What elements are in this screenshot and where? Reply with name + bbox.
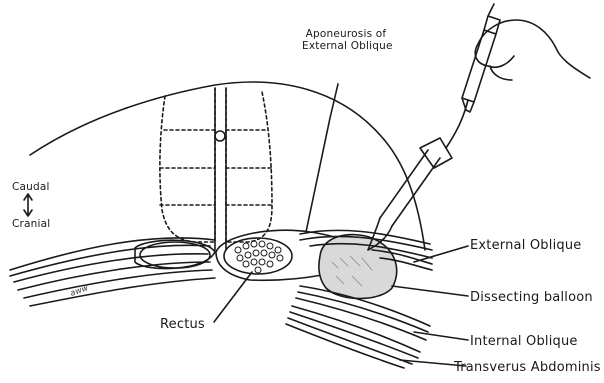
label-external-oblique: External Oblique xyxy=(470,238,581,253)
rectus-sheath-right xyxy=(226,88,272,242)
label-aponeurosis-line2: External Oblique xyxy=(302,40,390,52)
label-aponeurosis-line1: Aponeurosis of xyxy=(302,28,390,40)
label-internal-oblique: Internal Oblique xyxy=(470,334,578,349)
syringe-plunger xyxy=(484,4,500,34)
direction-arrow xyxy=(24,194,32,216)
rectus-fibre-texture xyxy=(235,241,283,273)
label-cranial: Cranial xyxy=(12,218,50,230)
callout-balloon xyxy=(392,286,468,296)
label-rectus: Rectus xyxy=(160,317,205,332)
label-caudal: Caudal xyxy=(12,181,50,193)
rectus-sheath-left xyxy=(160,88,215,242)
callout-aponeurosis xyxy=(306,84,338,232)
label-transversus-abdominis: Transverus Abdominis xyxy=(454,360,601,375)
syringe-nozzle xyxy=(462,98,474,112)
hand xyxy=(475,20,590,80)
left-wall-inner xyxy=(30,278,215,306)
umbilicus xyxy=(215,131,225,141)
label-aponeurosis: Aponeurosis of External Oblique xyxy=(302,28,390,52)
linea-alba xyxy=(215,88,226,250)
left-wall-stripe-4 xyxy=(24,270,212,298)
callout-rectus xyxy=(214,272,252,322)
body-contour xyxy=(30,82,425,250)
label-dissecting-balloon: Dissecting balloon xyxy=(470,290,593,305)
